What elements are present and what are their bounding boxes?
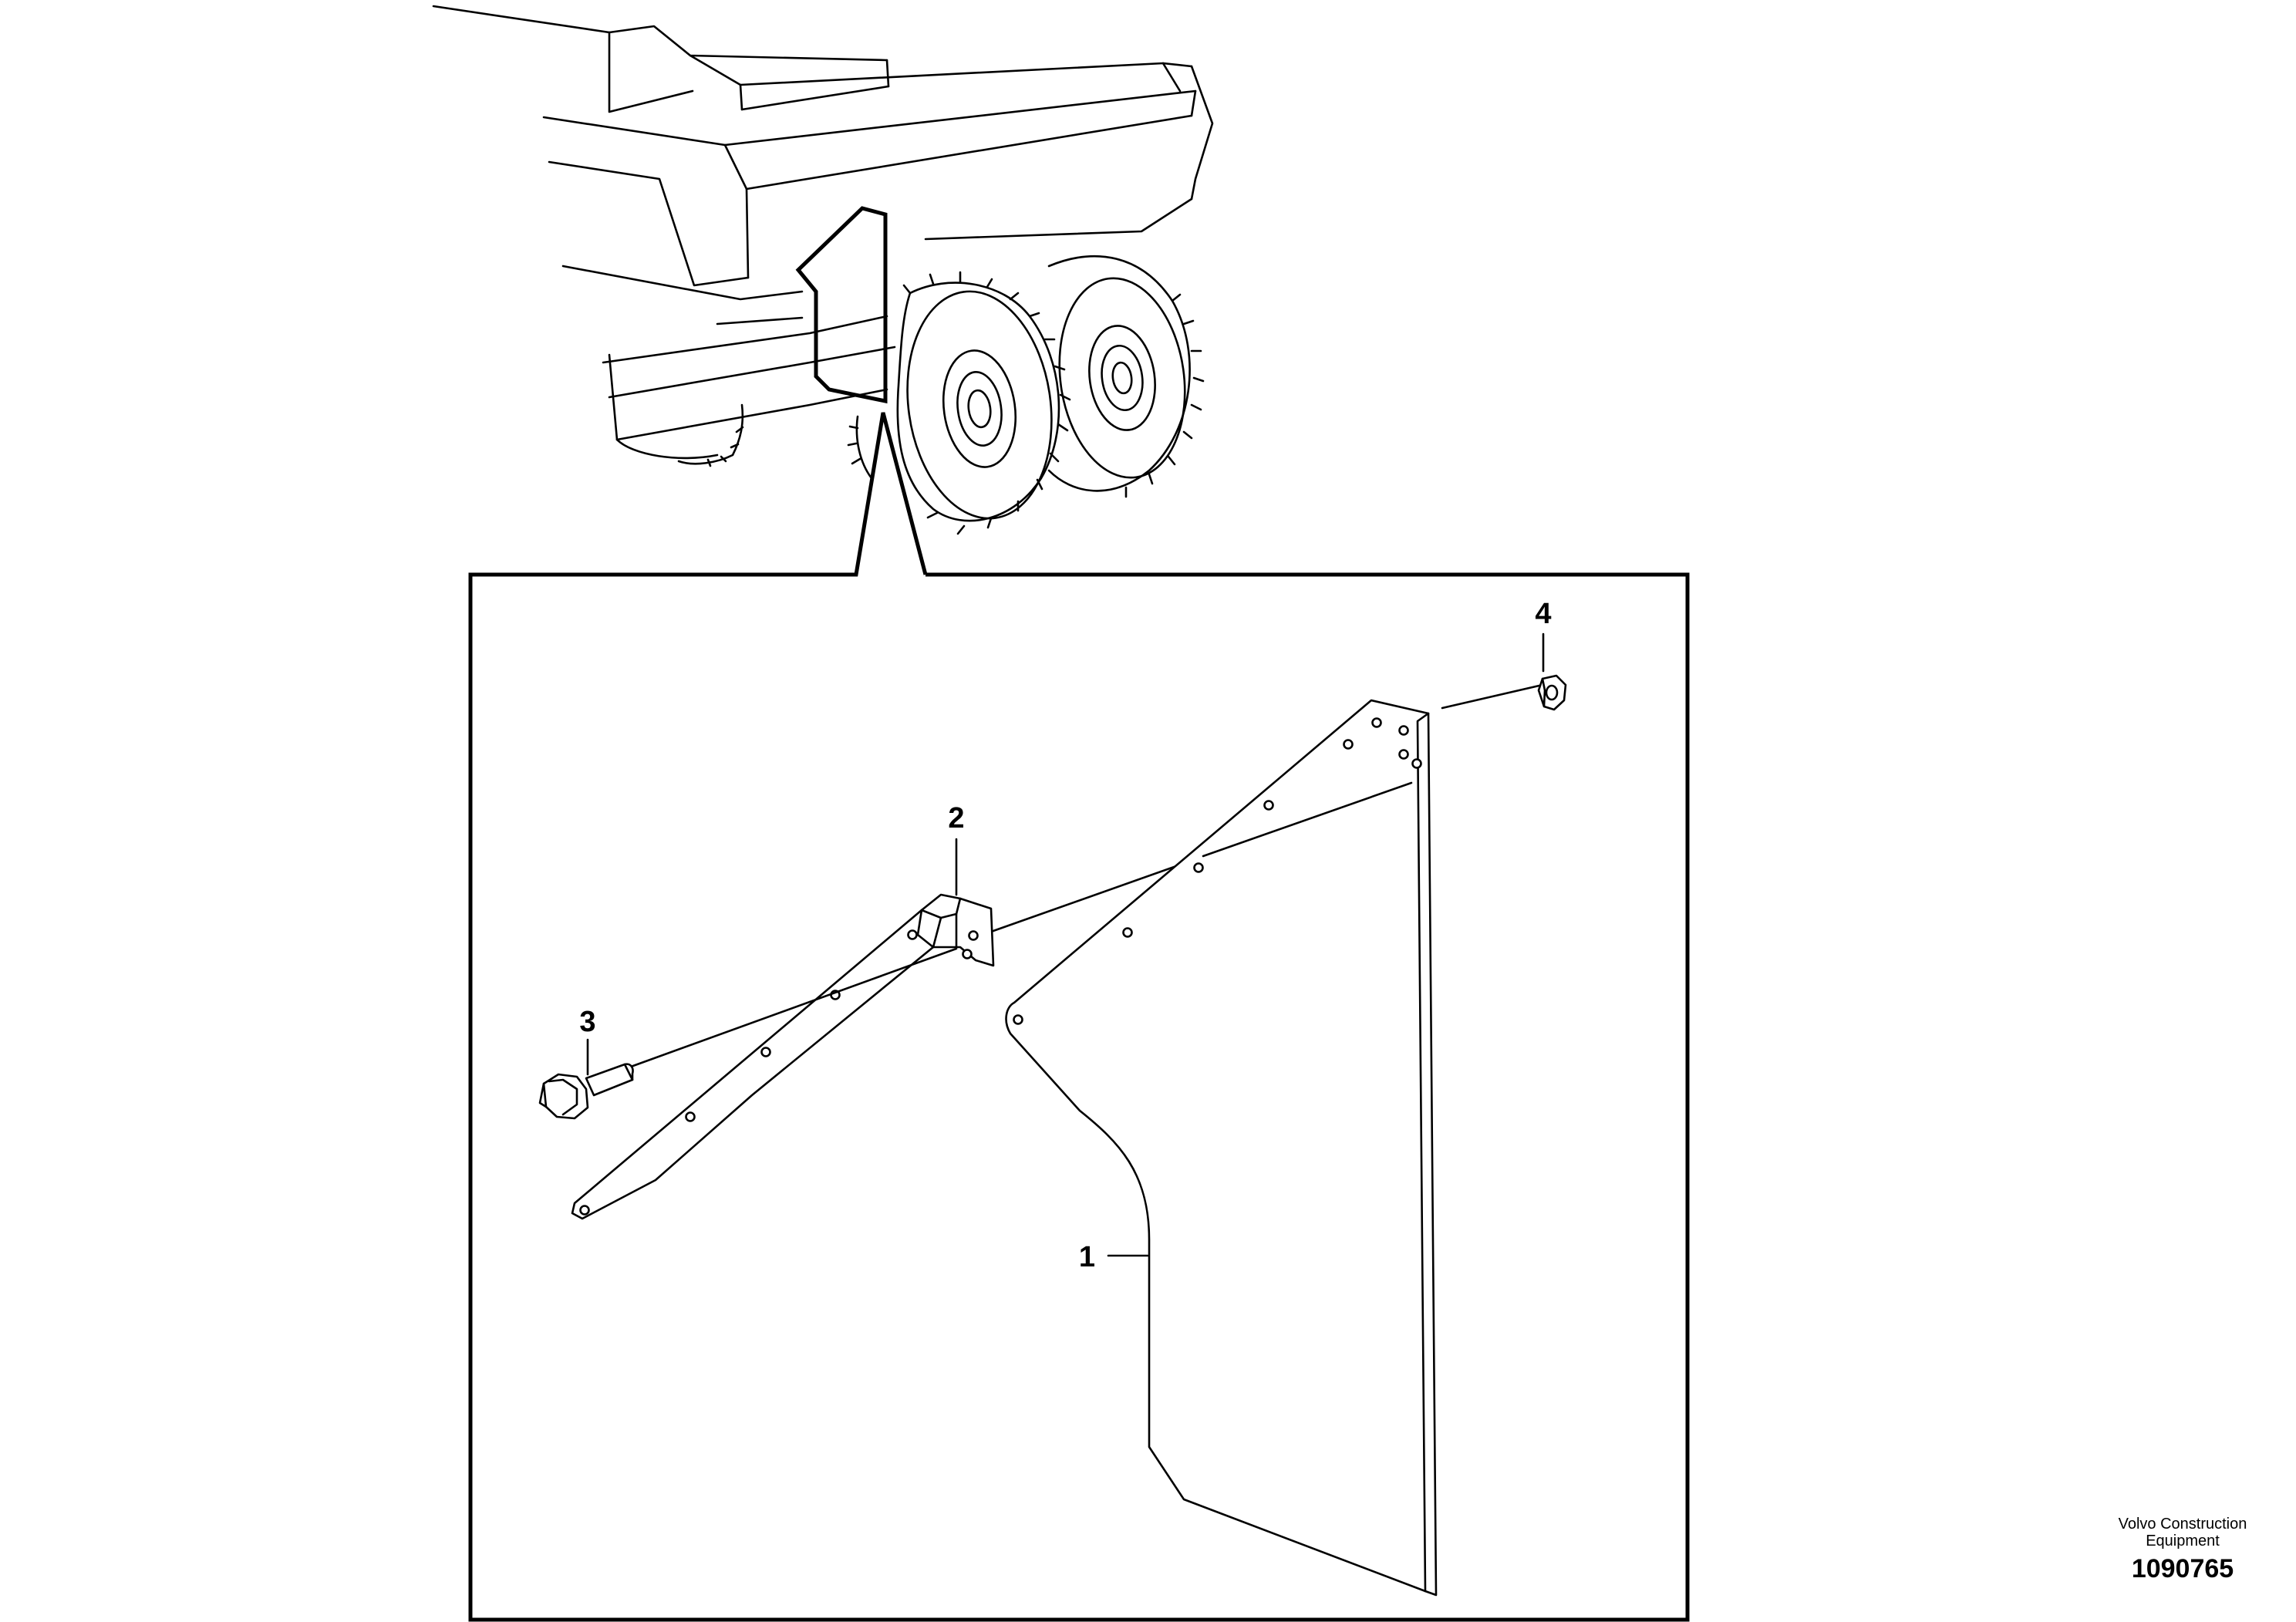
brand-line-1: Volvo Construction xyxy=(2118,1516,2247,1533)
dumper-overview xyxy=(432,5,1214,577)
wheel-front-icon xyxy=(896,271,1071,535)
brand-label: Volvo Construction Equipment xyxy=(2082,1516,2283,1549)
callout-4: 4 xyxy=(1535,598,1551,630)
bracket-part xyxy=(571,893,995,1220)
bolt-part xyxy=(538,1063,634,1120)
center-line-nut xyxy=(1441,683,1544,710)
callout-1: 1 xyxy=(1079,1241,1095,1273)
detail-frame xyxy=(468,572,1690,1622)
mudflap-part xyxy=(1005,699,1438,1597)
document-number: 1090765 xyxy=(2131,1554,2234,1583)
center-line-bolt xyxy=(629,947,958,1068)
nut-part xyxy=(1537,674,1567,711)
mudflap-highlight xyxy=(795,206,888,404)
callout-2: 2 xyxy=(948,802,964,835)
callout-3: 3 xyxy=(579,1006,595,1038)
wheel-rear-icon xyxy=(1047,255,1205,498)
brand-line-2: Equipment xyxy=(2146,1533,2220,1549)
